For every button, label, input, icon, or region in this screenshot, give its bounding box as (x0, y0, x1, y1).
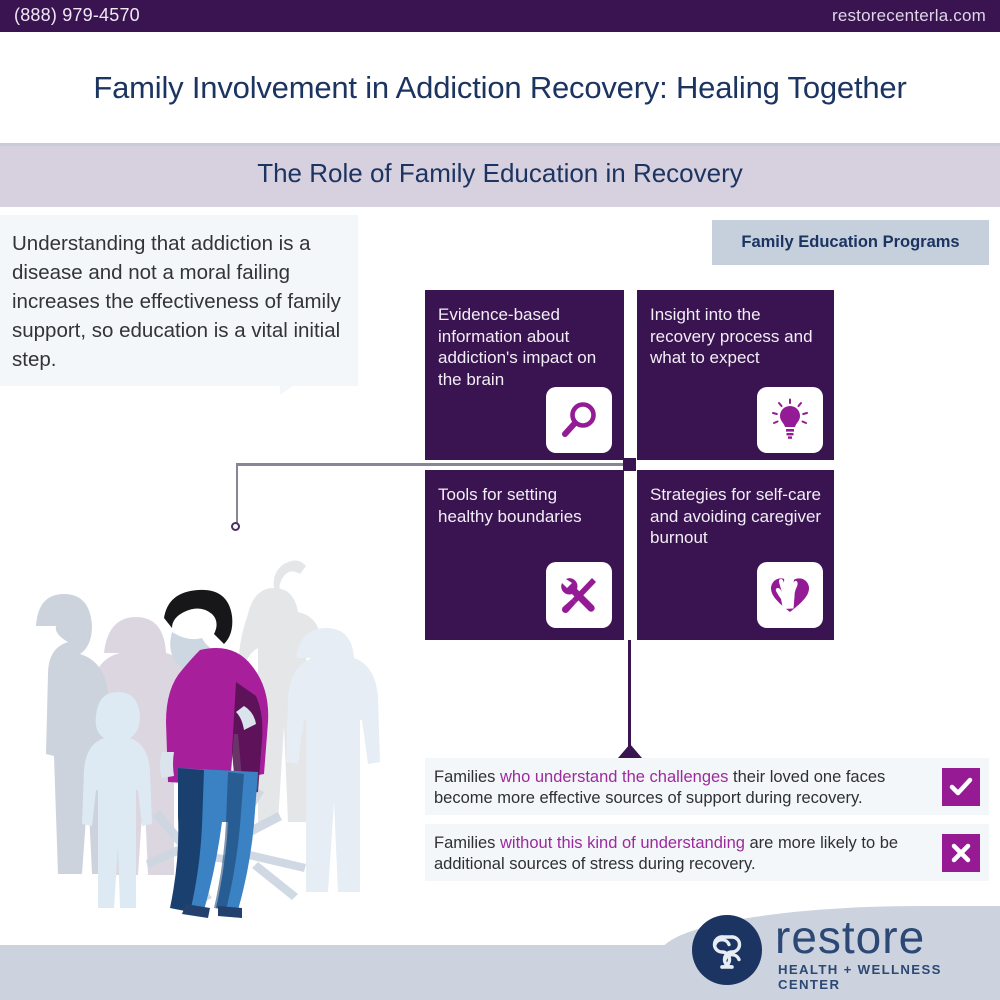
card-label: Evidence-based information about addicti… (438, 305, 597, 389)
outcome-text-before: Families (434, 834, 501, 852)
card-insight-recovery-process[interactable]: Insight into the recovery process and wh… (637, 290, 834, 460)
section-subtitle: The Role of Family Education in Recovery (257, 158, 743, 188)
logo-tagline: HEALTH + WELLNESS CENTER (778, 962, 942, 992)
bottom-bar (0, 945, 1000, 1000)
intro-callout: Understanding that addiction is a diseas… (0, 215, 358, 386)
badge-label: Family Education Programs (741, 233, 960, 251)
outcome-text-after: are more likely to be additional sources… (434, 834, 899, 873)
outcome-text: Families without this kind of understand… (434, 833, 929, 875)
outcome-text-before: Families (434, 768, 501, 786)
card-evidence-based-information[interactable]: Evidence-based information about addicti… (425, 290, 624, 460)
magnifier-icon (546, 387, 612, 453)
intro-callout-tail (280, 373, 312, 395)
restore-logo-mark-icon (692, 915, 762, 985)
connector-vertical-down (628, 640, 631, 750)
website-url[interactable]: restorecenterla.com (831, 6, 986, 25)
connector-horizontal (237, 463, 631, 466)
family-education-programs-badge: Family Education Programs (712, 220, 989, 265)
outcome-text-highlight: without this kind of understanding (500, 834, 745, 852)
card-tools-healthy-boundaries[interactable]: Tools for setting healthy boundaries (425, 470, 624, 640)
phone-number[interactable]: (888) 979-4570 (14, 5, 140, 25)
connector-junction-square-icon (623, 458, 636, 471)
cross-icon (942, 834, 980, 872)
connector-endpoint-circle-icon (231, 522, 240, 531)
outcome-positive: Families who understand the challenges t… (425, 758, 989, 815)
heart-hand-icon (757, 562, 823, 628)
section-band: The Role of Family Education in Recovery (0, 143, 1000, 207)
outcome-negative: Families without this kind of understand… (425, 824, 989, 881)
page-title: Family Involvement in Addiction Recovery… (93, 70, 907, 105)
outcome-text-after: their loved one faces become more effect… (434, 768, 886, 807)
card-self-care-strategies[interactable]: Strategies for self-care and avoiding ca… (637, 470, 834, 640)
connector-vertical-left (236, 463, 238, 526)
card-label: Tools for setting healthy boundaries (438, 485, 582, 526)
card-label: Strategies for self-care and avoiding ca… (650, 485, 822, 547)
lightbulb-icon (757, 387, 823, 453)
card-label: Insight into the recovery process and wh… (650, 305, 813, 367)
logo-wordmark: restore (775, 911, 926, 963)
family-silhouettes-illustration (36, 560, 380, 918)
outcome-text-highlight: who understand the challenges (500, 768, 729, 786)
outcome-text: Families who understand the challenges t… (434, 767, 929, 809)
tools-icon (546, 562, 612, 628)
connector-arrow-icon (618, 744, 642, 758)
check-icon (942, 768, 980, 806)
top-contact-bar: (888) 979-4570 restorecenterla.com (0, 0, 1000, 32)
